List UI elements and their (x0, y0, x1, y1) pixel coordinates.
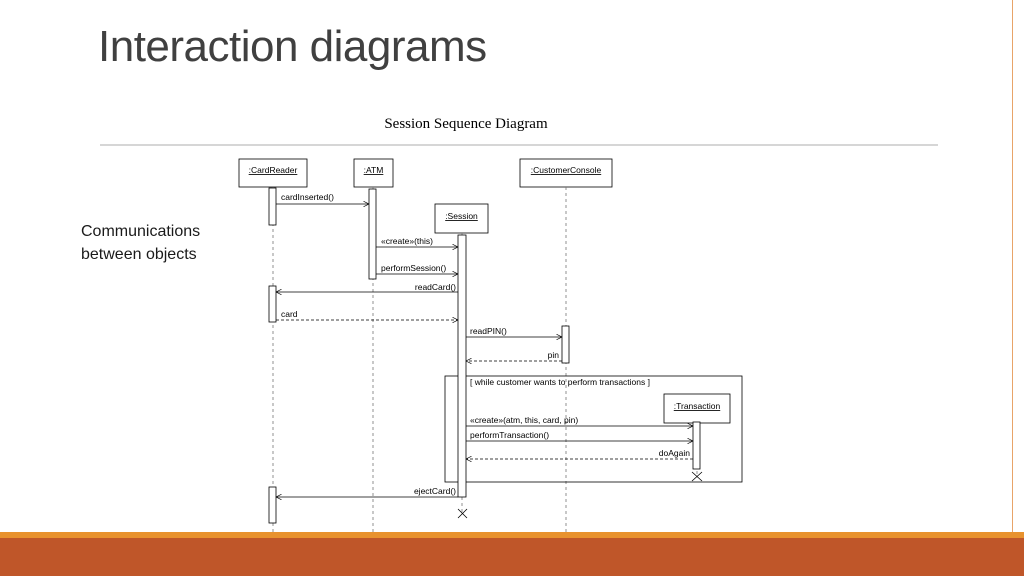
lifeline-label-transaction: :Transaction (674, 401, 721, 411)
message-label-m6: readPIN() (470, 326, 507, 336)
activation-atm (368, 188, 377, 280)
slide-accent-rule (1012, 0, 1013, 535)
diagram-title: Session Sequence Diagram (384, 116, 548, 132)
body-line-2: between objects (81, 246, 197, 263)
lifeline-label-atm: :ATM (364, 165, 384, 175)
message-label-m2: «create»(this) (381, 236, 433, 246)
activation-session (457, 234, 467, 498)
message-label-m1: cardInserted() (281, 192, 334, 202)
slide-title: Interaction diagrams (98, 22, 487, 71)
activation-cardreader-2 (268, 285, 277, 323)
destroy-mark-transaction (691, 471, 703, 482)
slide-body-text: Communications between objects (81, 220, 200, 266)
message-label-m4: readCard() (415, 282, 456, 292)
activation-cardreader-3 (268, 486, 277, 524)
loop-fragment (444, 375, 743, 483)
lifeline-label-cardreader: :CardReader (249, 165, 298, 175)
footer-bar (0, 538, 1024, 576)
message-label-m5: card (281, 309, 298, 319)
lifeline-head-transaction: :Transaction (663, 393, 731, 424)
message-label-m3: performSession() (381, 263, 446, 273)
lifeline-label-console: :CustomerConsole (531, 165, 602, 175)
activation-cardreader-1 (268, 187, 277, 226)
message-label-m10: doAgain (659, 448, 690, 458)
message-label-m8: «create»(atm, this, card, pin) (470, 415, 578, 425)
message-label-m7: pin (548, 350, 560, 360)
destroy-mark-session (457, 508, 468, 519)
activation-console (561, 325, 570, 364)
message-label-m9: performTransaction() (470, 430, 549, 440)
lifeline-head-cardreader: :CardReader (238, 158, 308, 188)
message-label-m11: ejectCard() (414, 486, 456, 496)
footer-accent-stripe (0, 532, 1024, 538)
lifeline-head-atm: :ATM (353, 158, 394, 188)
activation-transaction (692, 421, 701, 470)
lifeline-head-session: :Session (434, 203, 489, 234)
loop-guard: [ while customer wants to perform transa… (470, 377, 650, 387)
body-line-1: Communications (81, 223, 201, 240)
lifeline-label-session: :Session (445, 211, 478, 221)
lifeline-head-console: :CustomerConsole (519, 158, 613, 188)
